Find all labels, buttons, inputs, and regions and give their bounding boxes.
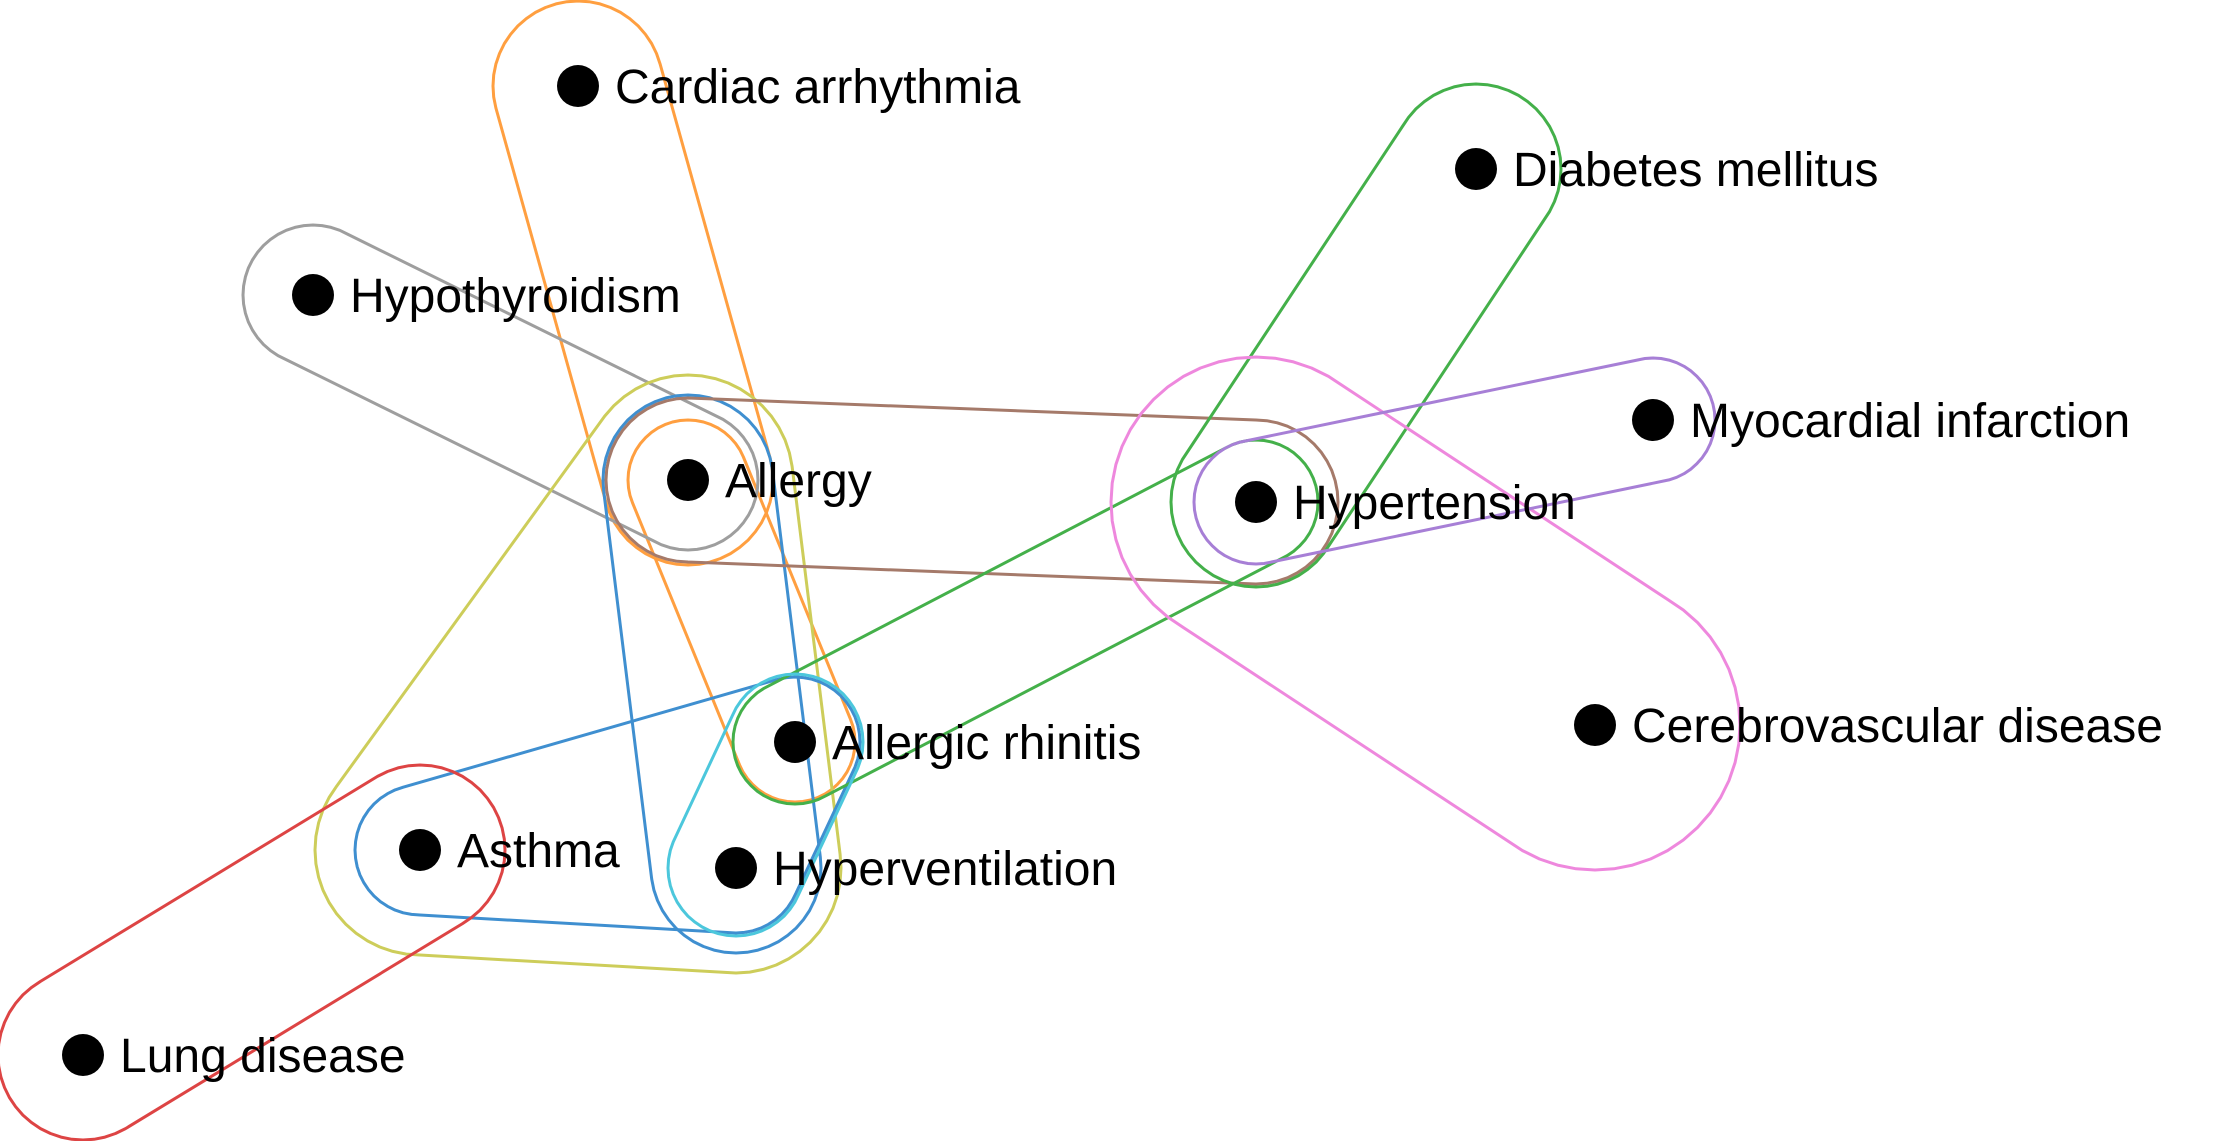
node-myocardial: Myocardial infarction	[1632, 395, 2130, 448]
node-dot	[399, 829, 441, 871]
node-allergy: Allergy	[667, 455, 872, 508]
node-dot	[715, 847, 757, 889]
hyperedge-olive	[313, 373, 843, 975]
node-dot	[557, 65, 599, 107]
hyperedge-green-inner	[731, 438, 1320, 806]
node-label: Hypertension	[1293, 477, 1576, 530]
node-label: Hypothyroidism	[350, 270, 681, 323]
node-cardiac: Cardiac arrhythmia	[557, 61, 1021, 114]
node-allergic-rhinitis: Allergic rhinitis	[774, 717, 1141, 770]
hyperedge-purple	[1192, 356, 1717, 566]
hyperedge-red	[0, 763, 507, 1141]
node-dot	[1455, 148, 1497, 190]
node-lung: Lung disease	[62, 1030, 406, 1083]
node-hypothyroidism: Hypothyroidism	[292, 270, 681, 323]
node-label: Allergic rhinitis	[832, 717, 1141, 770]
node-label: Allergy	[725, 455, 872, 508]
node-label: Cerebrovascular disease	[1632, 700, 2163, 753]
node-label: Myocardial infarction	[1690, 395, 2130, 448]
hyperedge-layer	[0, 0, 1742, 1141]
node-dot	[1235, 481, 1277, 523]
hyperedge-green	[1169, 82, 1563, 589]
node-diabetes: Diabetes mellitus	[1455, 144, 1878, 197]
node-label: Cardiac arrhythmia	[615, 61, 1021, 114]
node-asthma: Asthma	[399, 825, 620, 878]
node-dot	[667, 459, 709, 501]
hyperedge-blue-asthma	[353, 675, 862, 935]
node-dot	[62, 1034, 104, 1076]
node-label: Lung disease	[120, 1030, 406, 1083]
hyperedge-brown	[604, 396, 1340, 586]
hyperedge-gray	[241, 223, 760, 552]
hyperedge-cyan	[666, 672, 865, 938]
node-label: Hyperventilation	[773, 843, 1117, 896]
node-dot	[1574, 704, 1616, 746]
node-hyperventilation: Hyperventilation	[715, 843, 1117, 896]
node-cerebrovascular: Cerebrovascular disease	[1574, 700, 2163, 753]
hyperedge-pink	[1109, 355, 1742, 872]
node-dot	[774, 721, 816, 763]
node-dot	[1632, 399, 1674, 441]
hyperedge-orange-inner	[626, 418, 857, 804]
hyperedge-blue	[601, 393, 823, 955]
node-dot	[292, 274, 334, 316]
node-hypertension: Hypertension	[1235, 477, 1576, 530]
node-label: Asthma	[457, 825, 620, 878]
node-label: Diabetes mellitus	[1513, 144, 1878, 197]
